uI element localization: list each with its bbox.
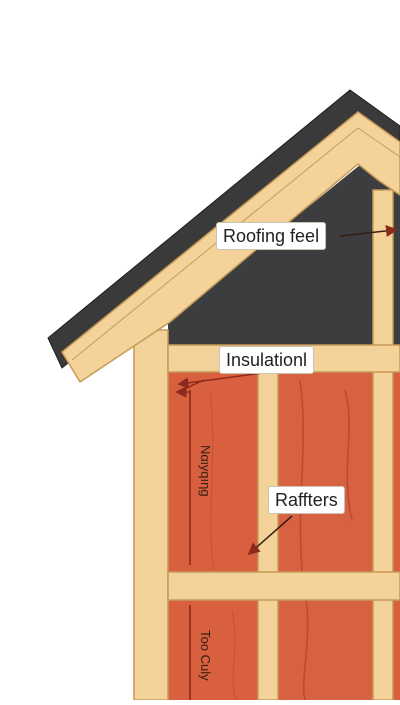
attic-void <box>168 165 400 345</box>
rafters-arrow <box>247 515 293 555</box>
stud-right <box>372 189 394 701</box>
stud-middle <box>257 371 279 701</box>
roofing-arrow <box>339 225 398 237</box>
label-rafters: Raffters <box>268 486 345 514</box>
stud-left <box>133 329 169 701</box>
label-roofing-felt: Roofing feel <box>216 222 327 250</box>
lower-dimension-text: Too Culy <box>198 630 213 681</box>
label-insulation: Insulationl <box>219 346 315 374</box>
mid-blocking <box>167 571 400 601</box>
upper-dimension-text: Nαιyqıηg <box>198 445 213 497</box>
insulation-leader <box>177 371 271 389</box>
insulation-batt-middle <box>278 372 373 700</box>
insulation-batt-right <box>393 372 400 700</box>
insulation-batt-left <box>168 372 258 700</box>
